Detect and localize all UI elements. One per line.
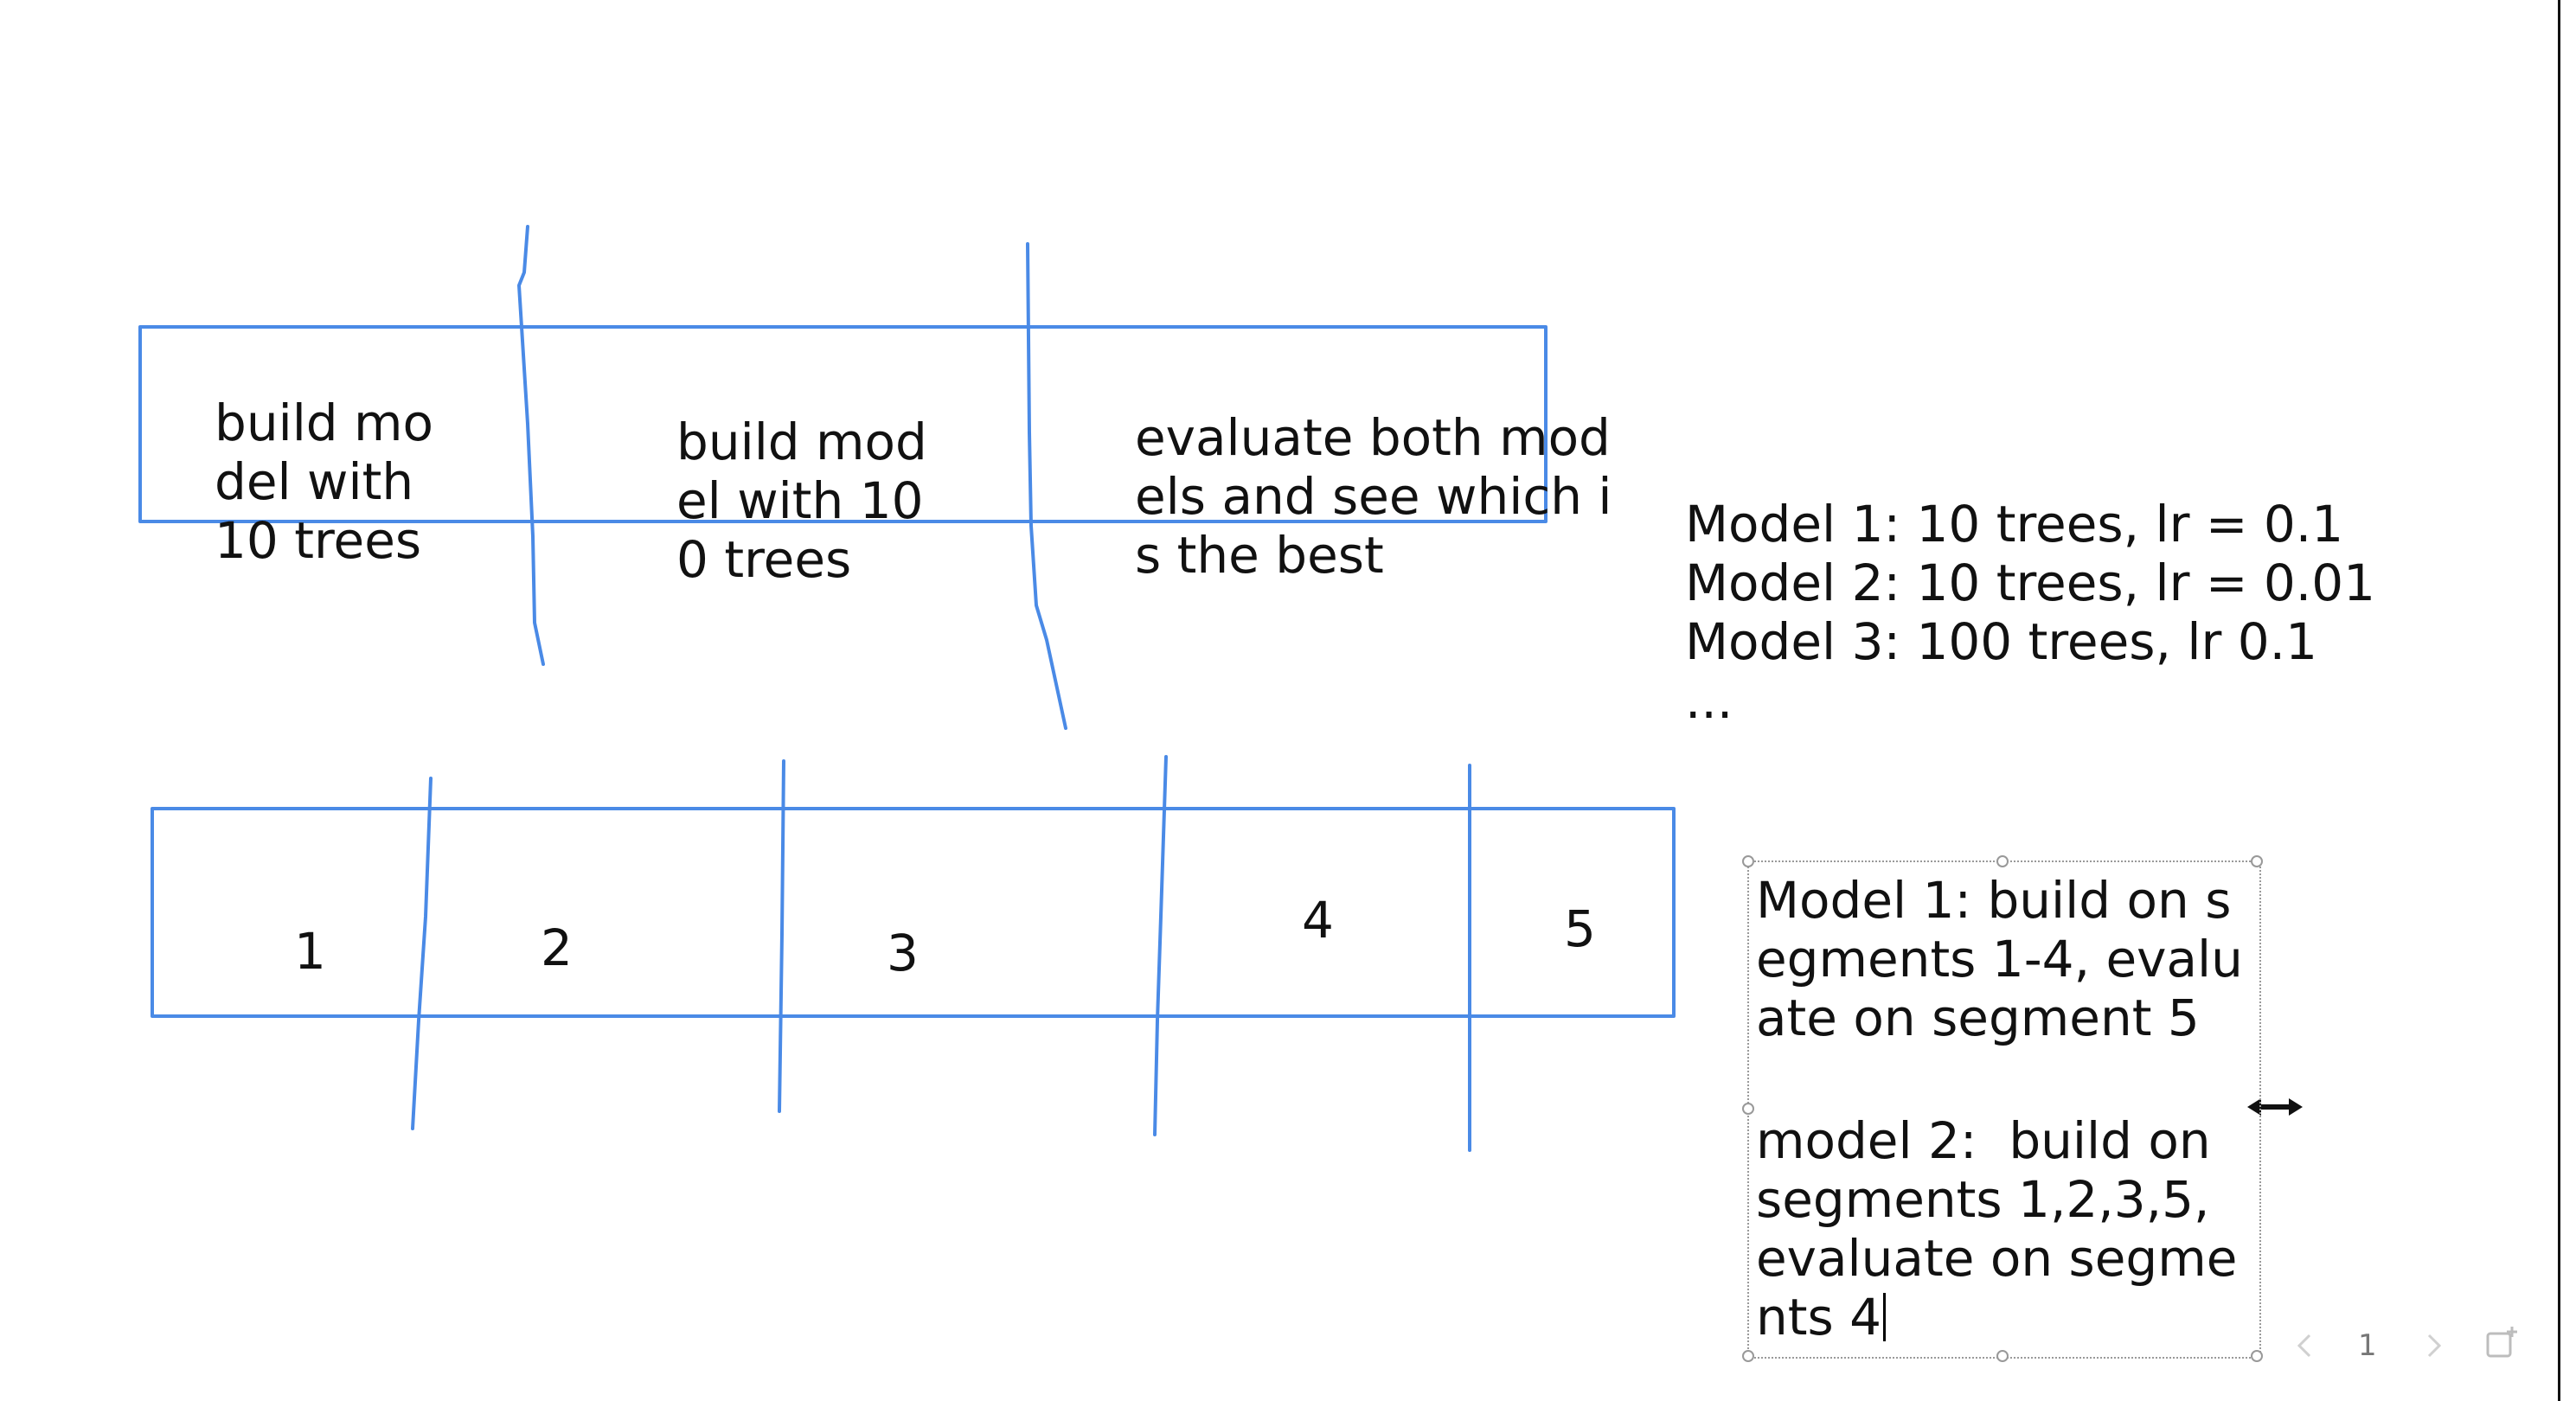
page-edge-line <box>2558 0 2560 1401</box>
chevron-left-icon[interactable] <box>2294 1332 2315 1359</box>
top-divider-1 <box>517 225 545 666</box>
resize-handle-bottom-left[interactable] <box>1742 1350 1754 1362</box>
segment-divider-1 <box>411 777 433 1130</box>
top-box-label-1[interactable]: build mo del with 10 trees <box>215 393 434 570</box>
editing-text-box[interactable]: Model 1: build on s egments 1-4, evalu a… <box>1756 871 2243 1347</box>
segment-divider-3 <box>1153 755 1168 1136</box>
segment-divider-2 <box>778 759 785 1113</box>
resize-cursor-icon <box>2247 1098 2303 1116</box>
models-note[interactable]: Model 1: 10 trees, lr = 0.1 Model 2: 10 … <box>1685 495 2376 730</box>
segment-label-1[interactable]: 1 <box>294 922 326 981</box>
resize-handle-top-right[interactable] <box>2251 855 2263 867</box>
chevron-right-icon[interactable] <box>2424 1332 2445 1359</box>
editing-last-line: nts 4 <box>1756 1288 1882 1347</box>
top-divider-2 <box>1026 242 1067 730</box>
top-box-label-3[interactable]: evaluate both mod els and see which i s … <box>1135 408 1612 585</box>
segment-label-2[interactable]: 2 <box>541 918 573 977</box>
add-page-icon[interactable] <box>2483 1321 2524 1363</box>
top-box-label-2[interactable]: build mod el with 10 0 trees <box>676 413 927 589</box>
resize-handle-middle-left[interactable] <box>1742 1103 1754 1115</box>
resize-handle-top-left[interactable] <box>1742 855 1754 867</box>
segment-label-3[interactable]: 3 <box>887 924 919 982</box>
resize-handle-top-center[interactable] <box>1996 855 2009 867</box>
segment-label-5[interactable]: 5 <box>1564 899 1596 958</box>
top-process-box <box>138 325 1548 523</box>
page-number: 1 <box>2358 1328 2377 1363</box>
text-caret <box>1883 1293 1887 1341</box>
resize-handle-bottom-right[interactable] <box>2251 1350 2263 1362</box>
segment-label-4[interactable]: 4 <box>1302 891 1334 950</box>
resize-handle-bottom-center[interactable] <box>1996 1350 2009 1362</box>
segments-box <box>151 807 1676 1018</box>
